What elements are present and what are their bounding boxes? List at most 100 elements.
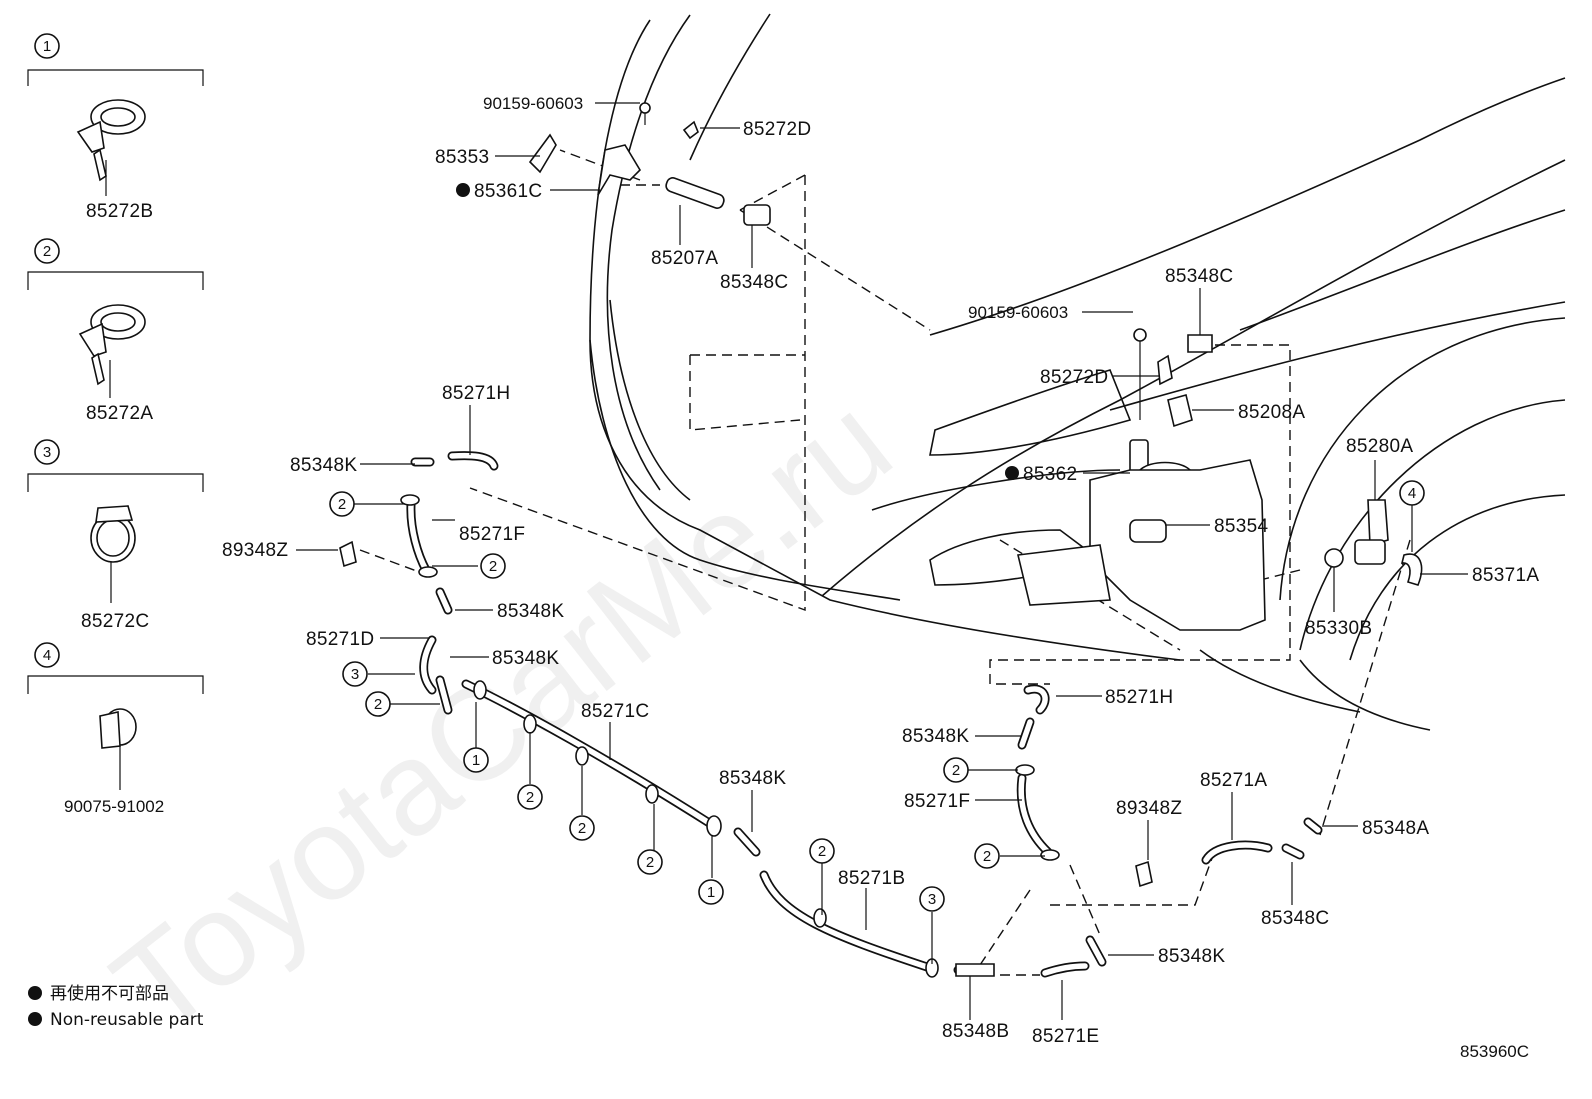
part-label-85271F: 85271F	[904, 791, 970, 812]
bolt-icon	[1133, 328, 1147, 342]
clip-legend-item-2: 2 85272A	[27, 238, 204, 424]
three-way-joint-icon	[955, 963, 995, 977]
grommet-icon	[1324, 548, 1344, 568]
washer-tank-icon	[1089, 459, 1266, 631]
clip-callout-num: 2	[338, 496, 346, 513]
hose-joint-icon	[1167, 394, 1193, 428]
non-reusable-dot-icon	[1005, 466, 1019, 480]
clip-callout-num: 3	[351, 666, 359, 683]
clip-legend-part: 85272A	[86, 403, 153, 424]
tank-label-plate-icon	[1129, 519, 1167, 543]
vehicle-body-outline	[589, 13, 1566, 731]
part-label-85348K: 85348K	[497, 601, 564, 622]
part-label-85271H: 85271H	[442, 383, 510, 404]
part-label-85361C: 85361C	[474, 181, 542, 202]
hose-clamp-icon	[90, 505, 136, 563]
clip-legend-item-3: 3 85272C	[27, 439, 204, 632]
clip-callout-num: 2	[374, 696, 382, 713]
part-label-90159-60603: 90159-60603	[968, 303, 1068, 322]
clip-legend-part: 90075-91002	[64, 797, 164, 816]
tank-bracket-icon	[1017, 544, 1111, 606]
nozzle-bracket-icon	[597, 144, 642, 196]
band-clip-icon	[78, 304, 146, 386]
clip-callout-num: 2	[818, 843, 826, 860]
watermark: ToyotaCarMe.ru	[87, 368, 917, 1062]
part-label-85272D: 85272D	[743, 119, 811, 140]
washer-pump-icon	[1367, 499, 1389, 547]
part-label-85271F: 85271F	[459, 524, 525, 545]
connector-icon	[1187, 334, 1213, 353]
part-label-89348Z: 89348Z	[1116, 798, 1182, 819]
bracket-icon	[1135, 860, 1153, 888]
part-label-85354: 85354	[1214, 516, 1268, 537]
clip-legend-num: 2	[43, 243, 51, 260]
part-label-85271A: 85271A	[1200, 770, 1267, 791]
clip-legend-num: 1	[43, 38, 51, 55]
part-label-85207A: 85207A	[651, 248, 718, 269]
clip-callout-num: 2	[578, 820, 586, 837]
non-reusable-dot-icon	[456, 183, 470, 197]
part-label-85362: 85362	[1023, 464, 1077, 485]
part-label-85348C: 85348C	[720, 272, 788, 293]
part-label-85271B: 85271B	[838, 868, 905, 889]
clip-legend-num: 4	[43, 647, 51, 664]
clip-callout-num: 2	[489, 558, 497, 575]
part-label-85371A: 85371A	[1472, 565, 1539, 586]
part-label-85208A: 85208A	[1238, 402, 1305, 423]
clip-legend: 1 85272B 2 85272A	[27, 33, 204, 816]
part-label-85348B: 85348B	[942, 1021, 1009, 1042]
part-label-85348K: 85348K	[290, 455, 357, 476]
clip-legend-item-1: 1 85272B	[27, 33, 204, 222]
clip-callout-num: 3	[928, 891, 936, 908]
part-label-85330B: 85330B	[1305, 618, 1372, 639]
hose-clamps	[400, 494, 1060, 978]
clip-legend-num: 3	[43, 444, 51, 461]
part-label-89348Z: 89348Z	[222, 540, 288, 561]
part-label-85271E: 85271E	[1032, 1026, 1099, 1047]
part-label-85348K: 85348K	[1158, 946, 1225, 967]
clip-icon	[99, 708, 137, 749]
bracket-icon	[339, 540, 357, 568]
legend-notes: 再使用不可部品 Non-reusable part	[28, 983, 204, 1030]
non-reusable-dot-icon	[28, 1012, 42, 1026]
part-label-85348C: 85348C	[1261, 908, 1329, 929]
part-label-85280A: 85280A	[1346, 436, 1413, 457]
clip-callout-num: 2	[952, 762, 960, 779]
leader-lines	[296, 102, 1468, 1020]
clip-legend-part: 85272C	[81, 611, 149, 632]
part-label-85348C: 85348C	[1165, 266, 1233, 287]
part-label-85271D: 85271D	[306, 629, 374, 650]
hose-elbow-icon	[1400, 553, 1423, 586]
note-japanese: 再使用不可部品	[50, 983, 169, 1004]
clip-legend-part: 85272B	[86, 201, 153, 222]
part-label-85348K: 85348K	[719, 768, 786, 789]
part-label-85271C: 85271C	[581, 701, 649, 722]
right-hose-chain	[339, 540, 1323, 977]
clip-callout-num: 1	[472, 752, 480, 769]
part-label-90159-60603: 90159-60603	[483, 94, 583, 113]
figure-code: 853960C	[1460, 1042, 1529, 1061]
clip-callout-num: 2	[983, 848, 991, 865]
pump-body-icon	[1354, 539, 1386, 565]
part-label-85353: 85353	[435, 147, 489, 168]
bolt-icon	[639, 102, 651, 114]
clip-callout-num: 2	[526, 789, 534, 806]
clip-callout-num: 2	[646, 854, 654, 871]
check-valve-icon	[743, 204, 771, 226]
band-clip-icon	[76, 99, 146, 182]
nozzle-assembly-left	[528, 102, 771, 226]
note-english: Non-reusable part	[50, 1010, 204, 1030]
part-label-85348K: 85348K	[902, 726, 969, 747]
clip-callout-num: 4	[1408, 485, 1416, 502]
non-reusable-dot-icon	[28, 986, 42, 1000]
part-label-85272D: 85272D	[1040, 367, 1108, 388]
part-label-85348A: 85348A	[1362, 818, 1429, 839]
clip-callout-num: 1	[707, 884, 715, 901]
nozzle-hose-icon	[665, 177, 725, 209]
nozzle-cover-icon	[528, 133, 557, 174]
part-label-85271H: 85271H	[1105, 687, 1173, 708]
clip-icon	[682, 120, 699, 140]
part-labels: 90159-60603 85272D 85353 85361C 85207A 8…	[222, 94, 1539, 1047]
